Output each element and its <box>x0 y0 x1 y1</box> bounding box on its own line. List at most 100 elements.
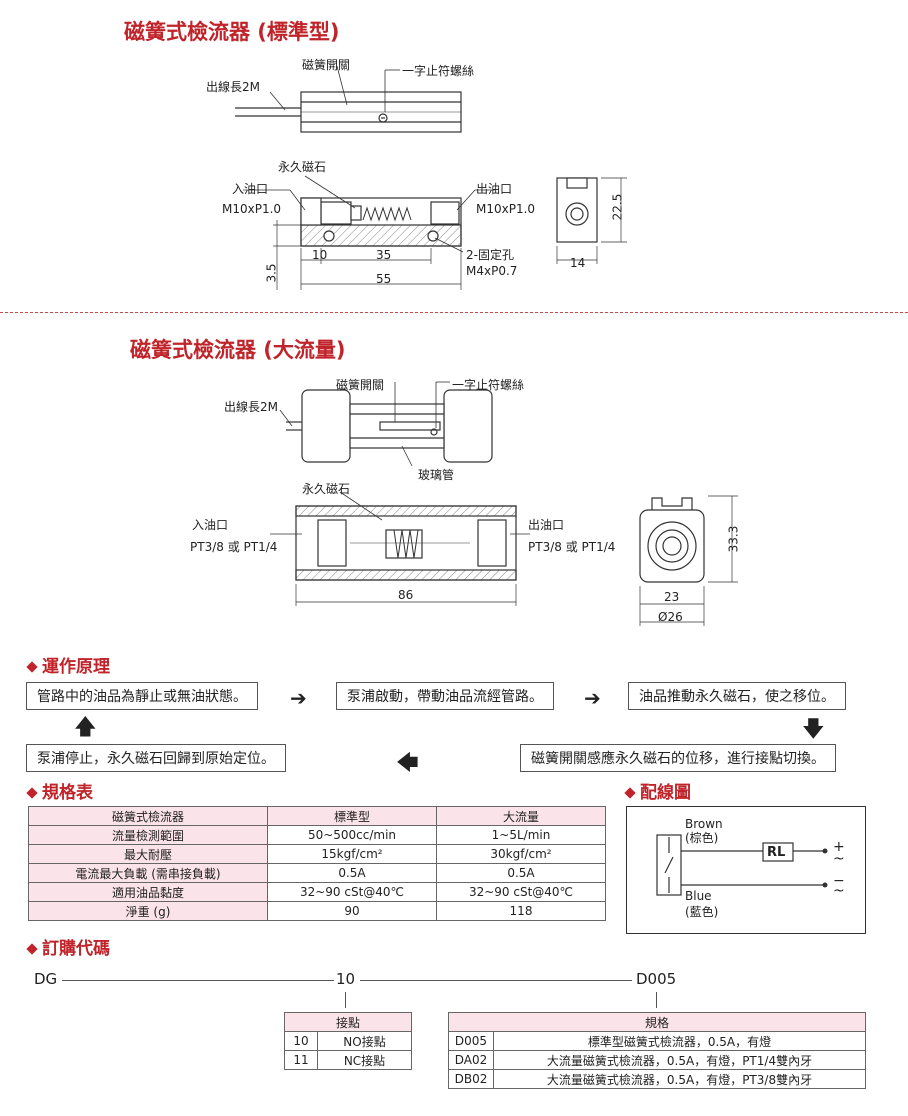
wire-blue-label: Blue <box>685 889 712 903</box>
std-reed-label: 磁簧開關 <box>302 58 351 72</box>
principle-title-text: 運作原理 <box>42 657 110 677</box>
lg-wire-label: 出線長2M <box>224 400 278 414</box>
arrow-down-icon: 🡇 <box>802 717 825 742</box>
table-row: 電流最大負載 (需串接負載) 0.5A 0.5A <box>28 863 606 883</box>
spec-cell: 90 <box>267 901 437 921</box>
std-dim-14: 14 <box>570 256 586 270</box>
wire-brown-cn-label: (棕色) <box>685 831 719 845</box>
tilde-sign: ~ <box>833 883 845 899</box>
order-tick <box>345 992 346 1008</box>
lg-inlet-label: 入油口 <box>192 518 229 532</box>
std-outlet-label: 出油口 <box>476 182 513 196</box>
spec-cell: 0.5A <box>267 863 437 883</box>
std-dim-55: 55 <box>376 272 392 286</box>
spec-section-title: 規格表 <box>26 778 93 803</box>
standard-drawing <box>235 65 627 290</box>
spec-row-label: 電流最大負載 (需串接負載) <box>28 863 268 883</box>
wire-brown-label: Brown <box>685 817 723 831</box>
std-dim-225: 22.5 <box>610 193 625 221</box>
spec-header-cell: 磁簧式檢流器 <box>28 806 268 826</box>
table-row: 適用油品黏度 32~90 cSt@40℃ 32~90 cSt@40℃ <box>28 882 606 902</box>
arrow-up-icon: 🡅 <box>74 715 97 740</box>
std-magnet-label: 永久磁石 <box>278 160 327 174</box>
spec-cell: 1~5L/min <box>436 825 606 845</box>
std-dim-10: 10 <box>312 248 328 262</box>
spec-row-label: 適用油品黏度 <box>28 882 268 902</box>
order-tick <box>656 992 657 1008</box>
contact-header-row: 接點 <box>284 1012 412 1032</box>
lg-magnet-label: 永久磁石 <box>302 482 351 496</box>
lg-outlet-thread: PT3/8 或 PT1/4 <box>528 540 616 554</box>
order-spec-desc: 標準型磁簧式檢流器，0.5A，有燈 <box>493 1031 866 1051</box>
contact-code: 10 <box>284 1031 318 1051</box>
arrow-right-icon: ➔ <box>584 686 601 710</box>
std-dim-35v: 3.5 <box>264 263 279 283</box>
principle-step-4: 磁簧開關感應永久磁石的位移，進行接點切換。 <box>520 744 836 772</box>
table-row: 淨重 (g) 90 118 <box>28 901 606 921</box>
minus-sign: − <box>833 873 845 889</box>
std-wire-label: 出線長2M <box>206 80 260 94</box>
spec-cell: 15kgf/cm² <box>267 844 437 864</box>
section-separator <box>0 312 908 313</box>
lg-screw-label: 一字止符螺絲 <box>452 378 525 392</box>
contact-desc: NC接點 <box>317 1050 412 1070</box>
order-spec-desc: 大流量磁簧式檢流器，0.5A，有燈，PT3/8雙內牙 <box>493 1069 866 1089</box>
wiring-lines <box>656 834 828 896</box>
diamond-bullet-icon <box>26 943 38 955</box>
principle-step-2: 泵浦啟動，帶動油品流經管路。 <box>336 682 554 710</box>
wiring-section-title: 配線圖 <box>624 778 691 803</box>
lg-dim-333: 33.3 <box>726 525 741 553</box>
plus-sign: + <box>833 839 845 855</box>
std-outlet-thread: M10xP1.0 <box>476 202 536 216</box>
spec-row-label: 淨重 (g) <box>28 901 268 921</box>
spec-cell: 32~90 cSt@40℃ <box>436 882 606 902</box>
order-spec-code: DB02 <box>448 1069 494 1089</box>
spec-header-cell: 大流量 <box>436 806 606 826</box>
arrow-left-icon: 🡄 <box>396 751 419 776</box>
order-title-text: 訂購代碼 <box>42 939 110 959</box>
order-code-mid: 10 <box>336 970 356 988</box>
spec-header-row: 磁簧式檢流器 標準型 大流量 <box>28 806 606 826</box>
spec-cell: 32~90 cSt@40℃ <box>267 882 437 902</box>
spec-row-label: 最大耐壓 <box>28 844 268 864</box>
diamond-bullet-icon <box>624 787 636 799</box>
lg-glass-label: 玻璃管 <box>418 468 455 482</box>
order-spec-header-row: 規格 <box>448 1012 866 1032</box>
order-line <box>360 980 632 981</box>
order-section-title: 訂購代碼 <box>26 934 110 959</box>
std-inlet-thread: M10xP1.0 <box>222 202 282 216</box>
lg-inlet-thread: PT3/8 或 PT1/4 <box>190 540 278 554</box>
contact-desc: NO接點 <box>317 1031 412 1051</box>
wire-blue-cn-label: (藍色) <box>685 905 719 919</box>
spec-row-label: 流量檢測範圍 <box>28 825 268 845</box>
spec-cell: 30kgf/cm² <box>436 844 606 864</box>
principle-step-5: 泵浦停止，永久磁石回歸到原始定位。 <box>26 744 286 772</box>
order-spec-code: DA02 <box>448 1050 494 1070</box>
standard-title: 磁簧式檢流器 (標準型) <box>124 20 340 44</box>
lg-dim-23: 23 <box>664 590 680 604</box>
std-screw-label: 一字止符螺絲 <box>402 64 475 78</box>
table-row: 最大耐壓 15kgf/cm² 30kgf/cm² <box>28 844 606 864</box>
lg-outlet-label: 出油口 <box>528 518 565 532</box>
principle-step-1: 管路中的油品為靜止或無油狀態。 <box>26 682 258 710</box>
lg-dim-86: 86 <box>398 588 414 602</box>
large-drawing <box>270 381 738 626</box>
spec-title-text: 規格表 <box>42 783 93 803</box>
table-row: 流量檢測範圍 50~500cc/min 1~5L/min <box>28 825 606 845</box>
order-spec-desc: 大流量磁簧式檢流器，0.5A，有燈，PT1/4雙內牙 <box>493 1050 866 1070</box>
tilde-sign: ~ <box>833 851 845 867</box>
spec-cell: 50~500cc/min <box>267 825 437 845</box>
std-fixhole-label: 2-固定孔 <box>466 248 514 262</box>
spec-header-cell: 標準型 <box>267 806 437 826</box>
spec-cell: 0.5A <box>436 863 606 883</box>
lg-dim-26: Ø26 <box>658 610 683 624</box>
wiring-title-text: 配線圖 <box>640 783 691 803</box>
std-dim-35: 35 <box>376 248 392 262</box>
order-code-end: D005 <box>636 970 677 988</box>
order-code-prefix: DG <box>34 970 58 988</box>
spec-cell: 118 <box>436 901 606 921</box>
